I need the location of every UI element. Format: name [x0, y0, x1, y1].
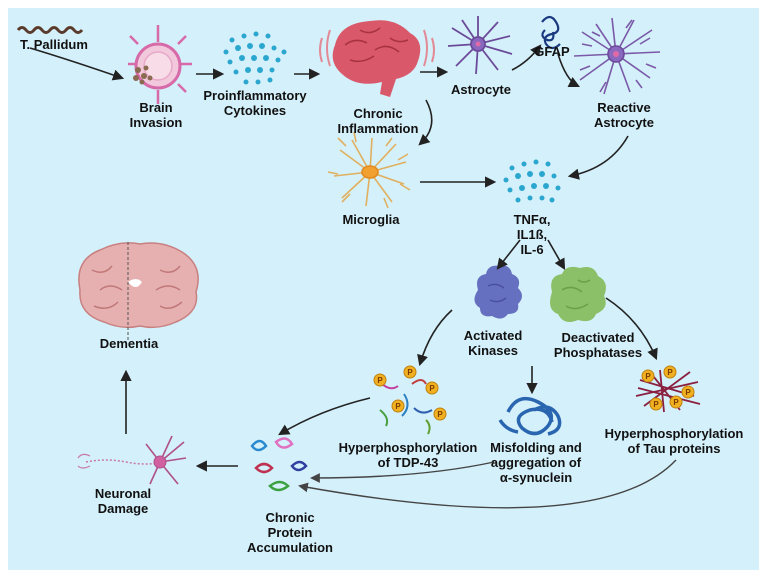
arrow-tnf-to-kinase: [496, 239, 521, 270]
svg-text:P: P: [407, 368, 413, 377]
label-tau-line-1: Hyperphosphorylation: [604, 426, 744, 441]
label-chronic-inflammation-line-2: Inflammation: [337, 121, 419, 136]
label-tdp43: Hyperphosphorylation of TDP-43: [338, 440, 478, 470]
tnf-cytokines-icon: [503, 159, 561, 203]
label-deactivated-phosphatases-line-1: Deactivated: [561, 330, 635, 345]
phospho-marker: P: [681, 385, 695, 399]
label-tdp43-line-1: Hyperphosphorylation: [338, 440, 478, 455]
phospho-marker: P: [663, 365, 677, 379]
arrows-faded: [298, 459, 677, 509]
label-tnf-line-3: IL-6: [520, 242, 544, 257]
label-synuclein-line-2: aggregation of: [490, 455, 582, 470]
bacterium-icon: [16, 26, 84, 34]
label-reactive-astrocyte-line-1: Reactive: [597, 100, 651, 115]
dementia-brain-icon: [78, 242, 199, 340]
reactive-astrocyte-icon: [573, 17, 661, 95]
label-neuronal-damage-line-2: Damage: [97, 501, 149, 516]
arrow-astrocyte-to-gfap: [511, 44, 542, 71]
phosphatase-icon: [550, 266, 606, 322]
arrow-phosphatase-to-tau: [605, 297, 658, 361]
label-tnf: TNFα, IL1ß, IL-6: [506, 212, 558, 257]
label-cytokines: Proinflammatory Cytokines: [200, 88, 310, 118]
label-brain-invasion-line-1: Brain: [139, 100, 173, 115]
label-tdp43-line-2: of TDP-43: [377, 455, 439, 470]
label-protein-accumulation-line-1: Chronic: [265, 510, 315, 525]
label-cytokines-line-2: Cytokines: [223, 103, 287, 118]
label-protein-accumulation: Chronic Protein Accumulation: [240, 510, 340, 555]
label-tnf-line-1: TNFα,: [513, 212, 551, 227]
infected-cell-icon: [128, 25, 192, 104]
svg-text:P: P: [667, 368, 673, 377]
label-activated-kinases: Activated Kinases: [458, 328, 528, 358]
arrows: [29, 44, 658, 472]
cytokines-icon: [223, 31, 287, 85]
label-synuclein: Misfolding and aggregation of α-synuclei…: [488, 440, 584, 485]
arrow-tau-to-aggregates: [298, 459, 677, 509]
astrocyte-icon: [447, 16, 513, 75]
label-microglia: Microglia: [342, 212, 400, 227]
label-gfap: GFAP: [534, 44, 570, 59]
label-deactivated-phosphatases-line-2: Phosphatases: [553, 345, 643, 360]
label-dementia: Dementia: [99, 336, 159, 351]
arrow-synuclein-to-aggregates: [310, 461, 495, 483]
label-chronic-inflammation: Chronic Inflammation: [330, 106, 426, 136]
phospho-marker: P: [425, 381, 439, 395]
label-protein-accumulation-line-3: Accumulation: [247, 540, 333, 555]
svg-text:P: P: [685, 388, 691, 397]
phospho-marker: P: [649, 397, 663, 411]
protein-aggregate-icon: [250, 437, 308, 492]
label-synuclein-line-3: α-synuclein: [499, 470, 573, 485]
label-tau: Hyperphosphorylation of Tau proteins: [604, 426, 744, 456]
label-reactive-astrocyte: Reactive Astrocyte: [588, 100, 660, 130]
phospho-marker: P: [391, 399, 405, 413]
label-brain-invasion: Brain Invasion: [126, 100, 186, 130]
label-neuronal-damage-line-1: Neuronal: [94, 486, 152, 501]
phospho-marker: P: [403, 365, 417, 379]
arrow-gfap-to-reactive: [557, 53, 581, 88]
label-tau-line-2: of Tau proteins: [627, 441, 721, 456]
arrow-brain-to-microglia: [418, 99, 433, 146]
phospho-marker: P: [641, 369, 655, 383]
label-reactive-astrocyte-line-2: Astrocyte: [594, 115, 654, 130]
brain-icon: [319, 20, 435, 98]
arrow-kinase-to-tdp43: [417, 309, 453, 367]
label-synuclein-line-1: Misfolding and: [490, 440, 582, 455]
svg-text:P: P: [395, 402, 401, 411]
label-t-pallidum: T. Pallidum: [20, 37, 88, 52]
svg-text:P: P: [429, 384, 435, 393]
svg-text:P: P: [673, 398, 679, 407]
label-astrocyte: Astrocyte: [451, 82, 511, 97]
phospho-marker: P: [669, 395, 683, 409]
label-deactivated-phosphatases: Deactivated Phosphatases: [550, 330, 646, 360]
gfap-protein-icon: [541, 15, 561, 50]
svg-text:P: P: [653, 400, 659, 409]
phospho-marker: P: [373, 373, 387, 387]
arrow-tnf-to-phosphatase: [547, 239, 566, 270]
arrow-reactive-to-tnf: [567, 135, 629, 180]
label-tnf-line-2: IL1ß,: [516, 227, 548, 242]
arrow-tdp43-to-aggregates: [278, 397, 371, 436]
label-neuronal-damage: Neuronal Damage: [88, 486, 158, 516]
label-activated-kinases-line-2: Kinases: [468, 343, 518, 358]
label-activated-kinases-line-1: Activated: [463, 328, 523, 343]
phospho-marker: P: [433, 407, 447, 421]
arrow-pallidum-to-cell: [29, 47, 125, 81]
neuron-icon: [77, 435, 187, 485]
label-cytokines-line-1: Proinflammatory: [203, 88, 307, 103]
svg-text:P: P: [377, 376, 383, 385]
microglia-icon: [327, 131, 411, 209]
label-brain-invasion-line-2: Invasion: [129, 115, 183, 130]
kinase-icon: [474, 265, 522, 319]
svg-text:P: P: [645, 372, 651, 381]
label-chronic-inflammation-line-1: Chronic: [353, 106, 403, 121]
svg-text:P: P: [437, 410, 443, 419]
synuclein-icon: [498, 396, 562, 436]
label-protein-accumulation-line-2: Protein: [267, 525, 313, 540]
